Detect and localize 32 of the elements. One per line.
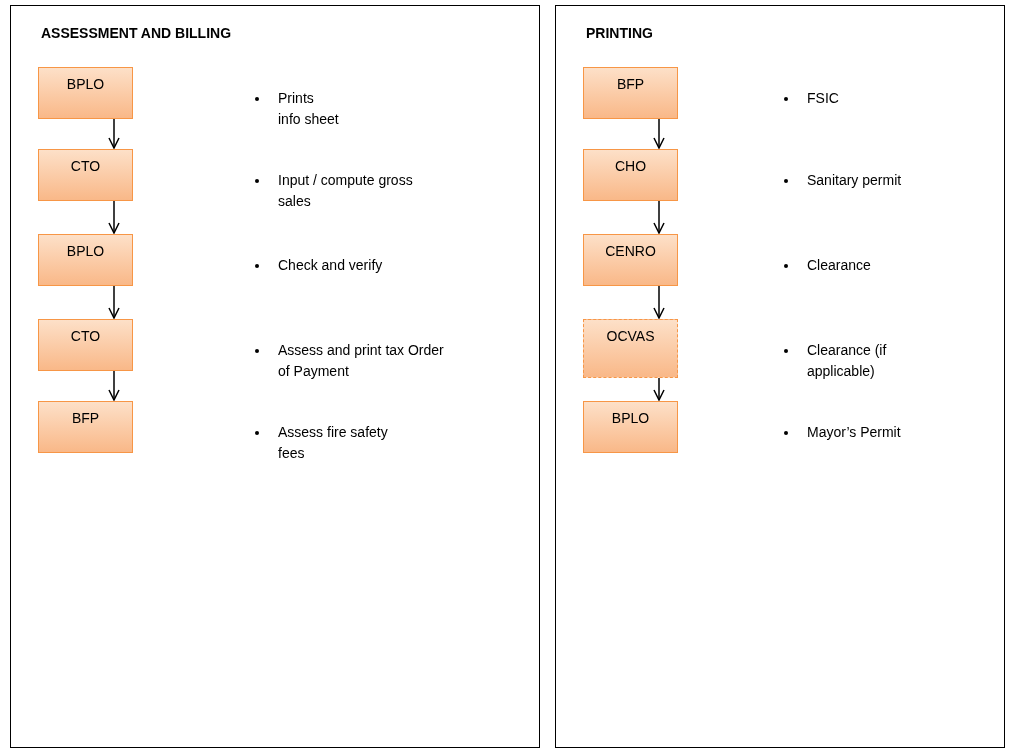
step-description: Sanitary permit — [807, 171, 903, 190]
process-box: BPLO — [583, 401, 678, 453]
panel-heading: ASSESSMENT AND BILLING — [41, 25, 232, 41]
process-box: BFP — [38, 401, 133, 453]
step-description: FSIC — [807, 89, 840, 108]
panel-heading: PRINTING — [586, 25, 653, 41]
process-box: CENRO — [583, 234, 678, 286]
arrow — [653, 199, 665, 234]
process-box: OCVAS — [583, 319, 678, 378]
step-description: Clearance — [807, 256, 872, 275]
arrow — [108, 369, 120, 401]
step-description: Assess and print tax Order of Payment — [278, 341, 445, 381]
process-box: BFP — [583, 67, 678, 119]
panel — [555, 5, 1005, 748]
process-box: CTO — [38, 149, 133, 201]
step-description: Mayor’s Permit — [807, 423, 902, 442]
step-description: Check and verify — [278, 256, 384, 275]
step-description: Prints info sheet — [278, 89, 340, 129]
arrow — [653, 117, 665, 149]
step-description: Clearance (if applicable) — [807, 341, 888, 381]
step-description: Input / compute gross sales — [278, 171, 414, 211]
process-box: BPLO — [38, 67, 133, 119]
arrow — [108, 199, 120, 234]
panel — [10, 5, 540, 748]
process-box: BPLO — [38, 234, 133, 286]
step-description: Assess fire safety fees — [278, 423, 389, 463]
process-box: CTO — [38, 319, 133, 371]
arrow — [108, 284, 120, 319]
arrow — [653, 376, 665, 401]
process-box: CHO — [583, 149, 678, 201]
arrow — [653, 284, 665, 319]
arrow — [108, 117, 120, 149]
